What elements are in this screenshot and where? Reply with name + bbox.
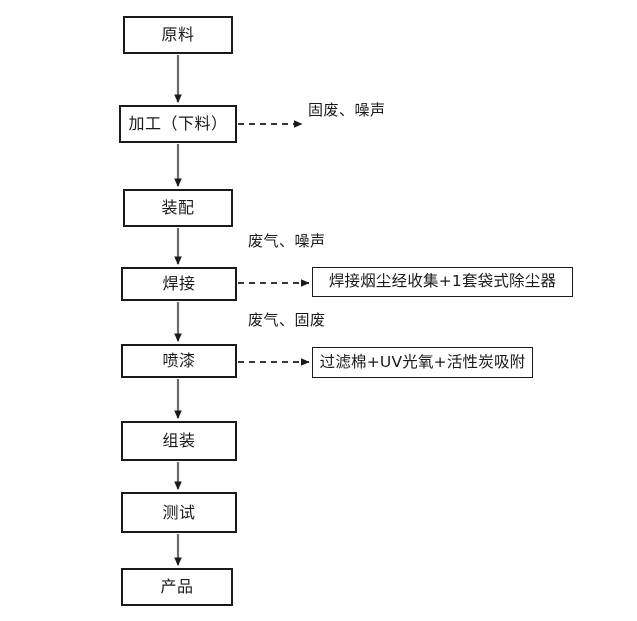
node-painting-label: 喷漆 xyxy=(162,351,196,370)
node-welding[interactable]: 焊接 xyxy=(121,267,237,301)
node-testing-label: 测试 xyxy=(162,502,196,522)
label-solid-waste-noise: 固废、噪声 xyxy=(308,101,386,119)
node-raw-material-label: 原料 xyxy=(161,25,195,44)
node-assembly-label: 装配 xyxy=(161,198,195,217)
node-raw-material[interactable]: 原料 xyxy=(123,16,233,54)
node-dust-collector[interactable]: 焊接烟尘经收集+1套袋式除尘器 xyxy=(312,267,573,297)
node-voc-treatment[interactable]: 过滤棉+UV光氧+活性炭吸附 xyxy=(312,347,533,378)
node-dust-collector-label: 焊接烟尘经收集+1套袋式除尘器 xyxy=(328,272,557,291)
node-welding-label: 焊接 xyxy=(162,274,196,293)
node-assembly[interactable]: 装配 xyxy=(123,189,233,227)
node-machining-label: 加工（下料） xyxy=(128,114,228,133)
label-waste-gas-noise: 废气、噪声 xyxy=(248,232,326,250)
node-testing[interactable]: 测试 xyxy=(121,492,237,533)
node-machining[interactable]: 加工（下料） xyxy=(119,105,237,143)
node-final-assembly-label: 组装 xyxy=(162,431,196,450)
node-product[interactable]: 产品 xyxy=(121,568,233,606)
node-voc-treatment-label: 过滤棉+UV光氧+活性炭吸附 xyxy=(319,352,526,371)
label-waste-gas-solid: 废气、固废 xyxy=(248,311,326,329)
node-product-label: 产品 xyxy=(160,577,194,596)
node-final-assembly[interactable]: 组装 xyxy=(121,421,237,461)
node-painting[interactable]: 喷漆 xyxy=(121,344,237,378)
